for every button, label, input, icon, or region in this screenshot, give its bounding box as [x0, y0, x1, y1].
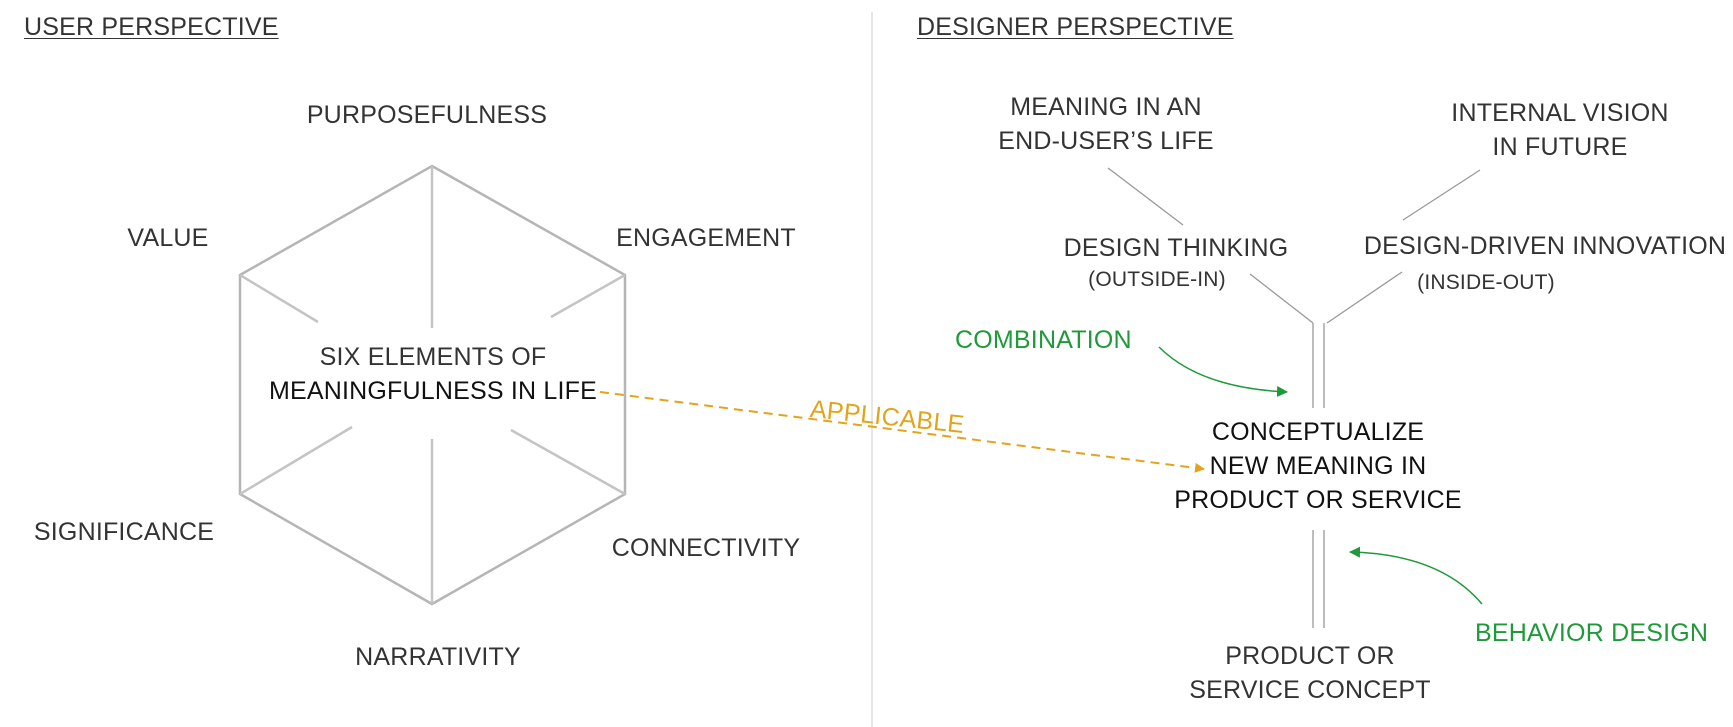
combination-arrow — [1158, 346, 1288, 398]
hexagon-center-line2: MEANINGFULNESS IN LIFE — [268, 377, 598, 405]
concept-line1: CONCEPTUALIZE — [1211, 418, 1425, 446]
ddi-sub: (INSIDE-OUT) — [1417, 271, 1555, 294]
hexagon-center-line1: SIX ELEMENTS OF — [319, 343, 547, 371]
spoke-upper-left — [239, 273, 319, 324]
design-thinking-connector — [1249, 273, 1314, 324]
conceptualize-label: CONCEPTUALIZE NEW MEANING IN PRODUCT OR … — [1174, 415, 1461, 517]
product-line1: PRODUCT OR — [1225, 642, 1395, 670]
internal-vision-label: INTERNAL VISION IN FUTURE — [1451, 96, 1668, 164]
product-concept-label: PRODUCT OR SERVICE CONCEPT — [1189, 639, 1430, 707]
behavior-design-arrow — [1349, 546, 1483, 605]
applicable-arrow — [599, 391, 1205, 473]
vision-line1: INTERNAL VISION — [1451, 99, 1669, 127]
product-line2: SERVICE CONCEPT — [1189, 676, 1431, 704]
concept-line2: NEW MEANING IN — [1209, 452, 1427, 480]
element-narrativity: NARRATIVITY — [355, 643, 521, 671]
ddi-label: DESIGN-DRIVEN INNOVATION — [1363, 232, 1727, 260]
designer-perspective-header: DESIGNER PERSPECTIVE — [917, 13, 1234, 41]
design-thinking-label: DESIGN THINKING — [1063, 234, 1289, 262]
spoke-lower-left — [239, 425, 353, 496]
combination-label: COMBINATION — [955, 326, 1132, 354]
element-purposefulness: PURPOSEFULNESS — [306, 101, 548, 129]
user-perspective-header: USER PERSPECTIVE — [24, 13, 279, 41]
spoke-lower-right — [510, 428, 626, 496]
element-connectivity: CONNECTIVITY — [611, 534, 801, 562]
design-thinking-sub: (OUTSIDE-IN) — [1088, 268, 1226, 291]
hexagon-center-label: SIX ELEMENTS OF MEANINGFULNESS IN LIFE — [269, 340, 597, 408]
element-value: VALUE — [127, 224, 209, 252]
vision-connector — [1402, 169, 1481, 221]
ddi-connector — [1326, 271, 1403, 324]
meaning-line2: END-USER’S LIFE — [998, 127, 1214, 155]
meaning-line1: MEANING IN AN — [1010, 93, 1202, 121]
element-significance: SIGNIFICANCE — [33, 518, 215, 546]
element-engagement: ENGAGEMENT — [616, 224, 796, 252]
meaning-in-life-label: MEANING IN AN END-USER’S LIFE — [998, 90, 1214, 158]
behavior-design-label: BEHAVIOR DESIGN — [1475, 619, 1709, 647]
vision-line2: IN FUTURE — [1492, 133, 1628, 161]
concept-line3: PRODUCT OR SERVICE — [1174, 486, 1462, 514]
spoke-upper-right — [550, 273, 626, 319]
meaning-connector — [1107, 167, 1184, 226]
